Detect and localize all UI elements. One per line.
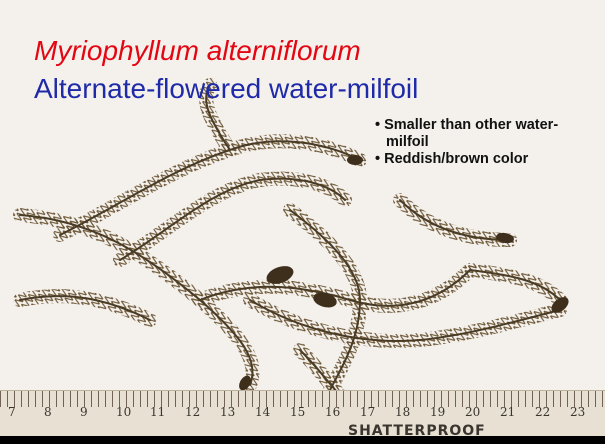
bullet-item: Reddish/brown color: [375, 151, 600, 168]
ruler-number: 14: [255, 405, 271, 419]
ruler-number: 23: [570, 405, 586, 419]
ruler-number: 21: [500, 405, 516, 419]
ruler-number: 8: [44, 405, 52, 419]
ruler-number: 20: [465, 405, 481, 419]
species-title: Myriophyllum alterniflorum: [34, 35, 361, 66]
ruler-number: 19: [430, 405, 446, 419]
ruler-number: 13: [220, 405, 236, 419]
bullet-list: Smaller than other water-milfoil Reddish…: [375, 117, 600, 168]
ruler-number: 17: [360, 405, 376, 419]
ruler-number: 22: [535, 405, 551, 419]
ruler-number: 15: [290, 405, 306, 419]
ruler-number: 12: [185, 405, 201, 419]
ruler-number: 9: [80, 405, 88, 419]
ruler-ticks: [0, 391, 605, 407]
ruler: 7 8 9 10 11 12 13 14 15 16 17 18 19 20 2…: [0, 390, 605, 444]
ruler-number: 16: [325, 405, 341, 419]
ruler-number: 11: [150, 405, 166, 419]
bullet-item: Smaller than other water-milfoil: [375, 117, 600, 151]
slide-bottom-border: [0, 436, 605, 444]
ruler-brand-label: SHATTERPROOF: [348, 423, 486, 439]
ruler-number: 10: [116, 405, 132, 419]
ruler-number: 7: [8, 405, 16, 419]
ruler-number: 18: [395, 405, 411, 419]
common-name-title: Alternate-flowered water-milfoil: [34, 73, 419, 104]
